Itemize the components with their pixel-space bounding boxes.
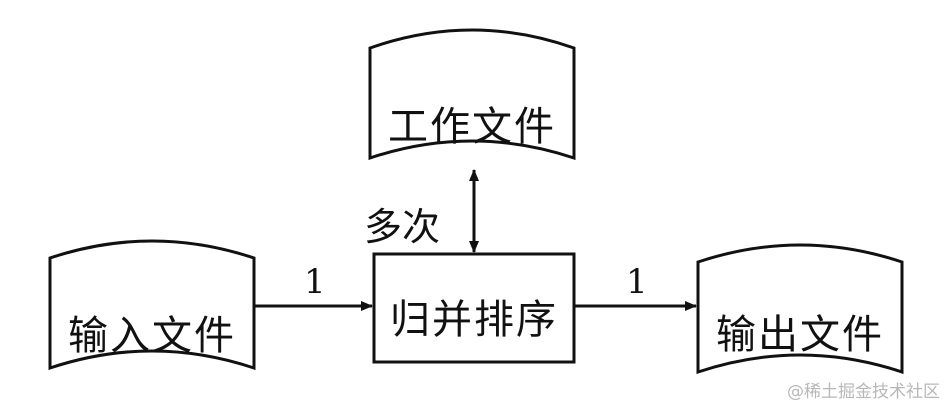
edge-label-input-to-sort: 1 (304, 262, 326, 302)
work-file-label: 工作文件 (388, 104, 556, 150)
output-file-cylinder (696, 243, 904, 375)
work-file-cylinder (368, 28, 576, 161)
edge-label-sort-to-output: 1 (626, 262, 648, 302)
output-file-label: 输出文件 (716, 312, 884, 358)
input-file-label: 输入文件 (68, 313, 236, 359)
edge-label-sort-work-multiple: 多次 (364, 205, 441, 249)
watermark: @稀土掘金技术社区 (787, 382, 940, 402)
merge-sort-box (372, 252, 576, 364)
input-file-cylinder (48, 239, 256, 371)
merge-sort-label: 归并排序 (390, 297, 558, 343)
